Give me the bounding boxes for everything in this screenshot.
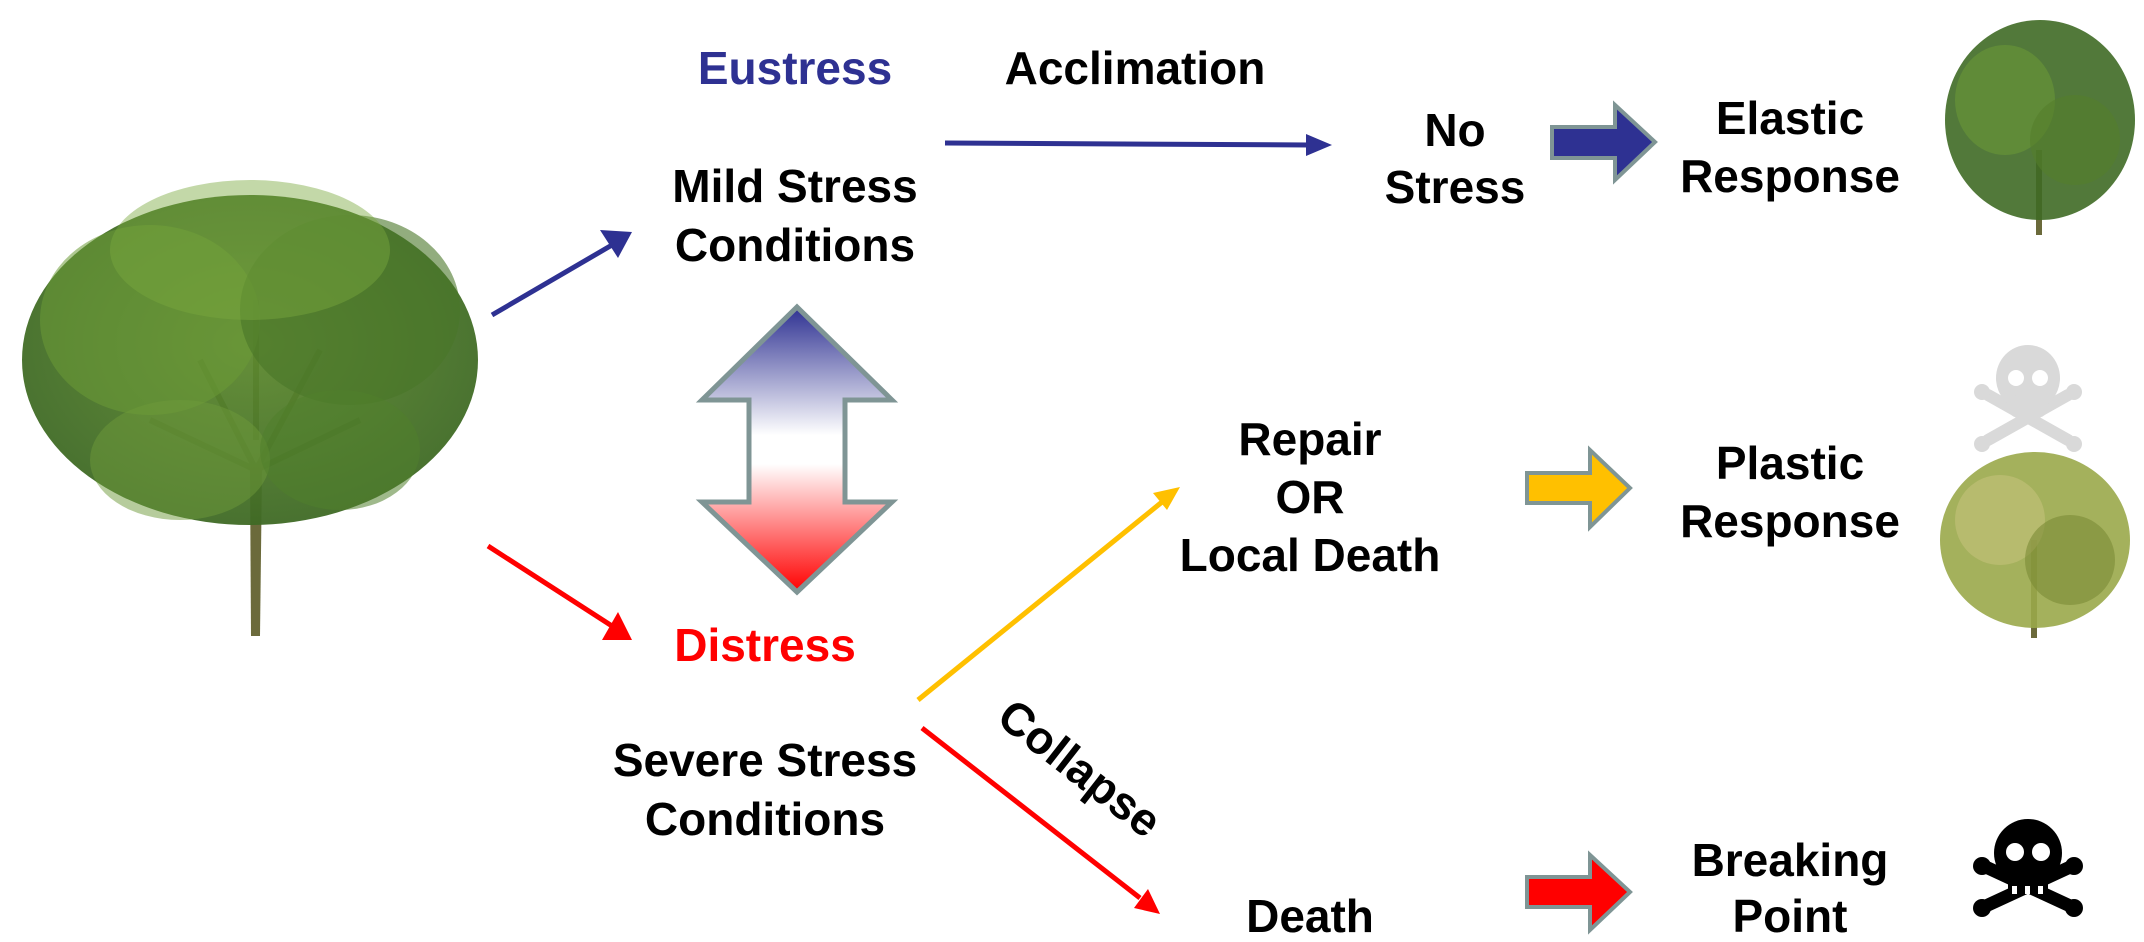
repair-line1: Repair	[1238, 413, 1382, 465]
arrow-to-repair	[916, 487, 1180, 702]
eustress-label: Eustress	[697, 42, 893, 94]
repair-line3: Local Death	[1179, 529, 1441, 581]
elastic-line2: Response	[1680, 150, 1900, 202]
acclimation-label: Acclimation	[1004, 42, 1266, 94]
repair-line2: OR	[1275, 471, 1345, 523]
healthy-tree-icon	[1945, 20, 2135, 235]
arrow-tree-to-mild	[490, 230, 632, 318]
plastic-line2: Response	[1680, 495, 1900, 547]
arrow-tree-to-distress	[486, 543, 632, 640]
block-arrow-plastic	[1525, 445, 1633, 532]
block-arrow-elastic	[1550, 100, 1658, 185]
mild-stress-line1: Mild Stress	[672, 160, 918, 212]
olive-tree-icon	[22, 180, 478, 636]
no-stress-line2: Stress	[1384, 161, 1526, 213]
distress-label: Distress	[674, 619, 856, 671]
plastic-line1: Plastic	[1715, 437, 1865, 489]
damaged-tree-icon	[1940, 452, 2130, 638]
death-label: Death	[1246, 890, 1374, 942]
severe-stress-line1: Severe Stress	[612, 734, 918, 786]
stress-gradient-double-arrow	[695, 303, 899, 596]
arrow-acclimation	[944, 134, 1332, 156]
severe-stress-line2: Conditions	[644, 793, 886, 845]
breaking-line1: Breaking	[1691, 834, 1889, 886]
elastic-line1: Elastic	[1715, 92, 1865, 144]
skull-crossbones-icon	[1974, 345, 2082, 452]
breaking-line2: Point	[1732, 890, 1848, 942]
no-stress-line1: No	[1424, 104, 1486, 156]
arrow-collapse	[920, 726, 1160, 914]
skull-crossbones-icon	[1973, 819, 2083, 917]
block-arrow-breaking	[1525, 850, 1633, 935]
mild-stress-line2: Conditions	[674, 219, 916, 271]
